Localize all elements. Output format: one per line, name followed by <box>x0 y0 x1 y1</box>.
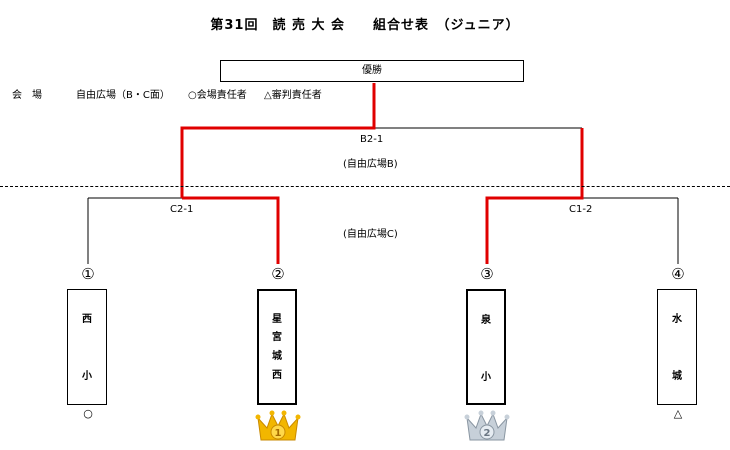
qf-left-match-id: C2-1 <box>170 204 194 215</box>
team-char: 西 <box>272 370 282 381</box>
referee-mark: △ <box>673 407 683 420</box>
team-number: ② <box>271 265 285 283</box>
team-char: 宮 <box>272 332 282 343</box>
semi-match-id: B2-1 <box>360 134 384 145</box>
team-number: ③ <box>480 265 494 283</box>
team-char: 泉 <box>481 315 491 326</box>
team-box: 水 城 <box>657 289 697 405</box>
team-box: 西 小 <box>67 289 107 405</box>
semi-venue: (自由広場B) <box>343 159 398 170</box>
final-winner-path <box>180 83 376 198</box>
crown-rank: 2 <box>484 428 491 439</box>
team-char: 小 <box>82 371 92 382</box>
bracket-black-lines <box>87 127 679 264</box>
champion-box: 優勝 <box>220 60 524 82</box>
team-char: 城 <box>672 371 682 382</box>
team-box-winner: 泉 小 <box>466 289 506 405</box>
page-title: 第31回 読 売 大 会 組合せ表 （ジュニア） <box>210 18 520 33</box>
team-number: ④ <box>671 265 685 283</box>
bracket-winner-lines <box>180 83 584 264</box>
team-box-winner: 星 宮 城 西 <box>257 289 297 405</box>
team-char: 星 <box>272 314 282 325</box>
team-number: ① <box>81 265 95 283</box>
team2-winner-path <box>182 196 280 264</box>
qf-right-match-id: C1-2 <box>569 204 593 215</box>
crown-rank: 1 <box>275 428 282 439</box>
legend-referee: △審判責任者 <box>264 90 322 101</box>
team-char: 西 <box>82 314 92 325</box>
host-mark: ○ <box>83 407 93 420</box>
team-char: 水 <box>672 314 682 325</box>
team-char: 城 <box>272 351 282 362</box>
venue-label: 会 場 <box>12 90 42 101</box>
team3-winner-path <box>485 128 584 264</box>
gold-crown-icon: 1 <box>255 410 301 441</box>
team-char: 小 <box>481 372 491 383</box>
qf-venue: (自由広場C) <box>343 229 398 240</box>
venue-place: 自由広場（B・C面） <box>76 90 170 101</box>
section-divider <box>0 186 730 187</box>
legend-host: ○会場責任者 <box>188 90 247 101</box>
silver-crown-icon: 2 <box>464 410 510 441</box>
